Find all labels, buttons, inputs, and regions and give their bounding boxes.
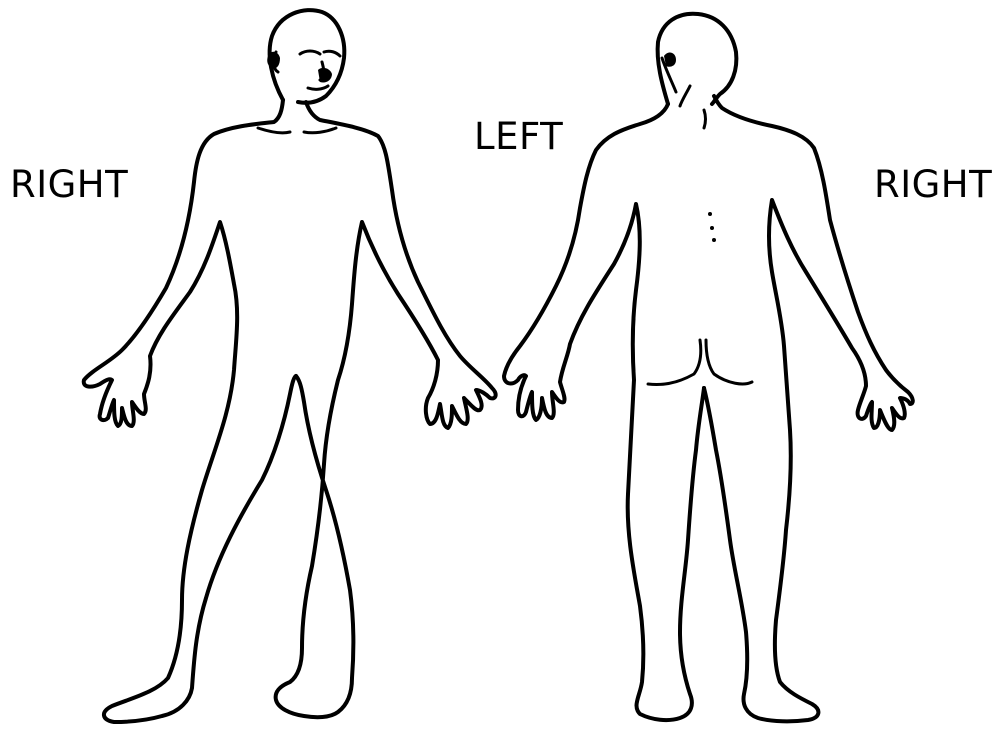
- back-right-buttock-line: [706, 340, 752, 384]
- back-spine-dot: [710, 226, 714, 230]
- front-head: [267, 10, 344, 103]
- back-left-buttock-line: [648, 340, 701, 385]
- front-figure: [84, 10, 496, 722]
- back-spine-dot: [708, 212, 712, 216]
- back-figure: [504, 14, 913, 722]
- front-right-collarbone: [258, 128, 290, 133]
- front-torso-outline: [84, 100, 496, 722]
- front-left-collarbone: [304, 128, 336, 133]
- back-head: [658, 14, 737, 106]
- back-spine-dot: [712, 238, 716, 242]
- back-spine-line: [704, 110, 706, 128]
- back-torso-outline: [504, 96, 913, 721]
